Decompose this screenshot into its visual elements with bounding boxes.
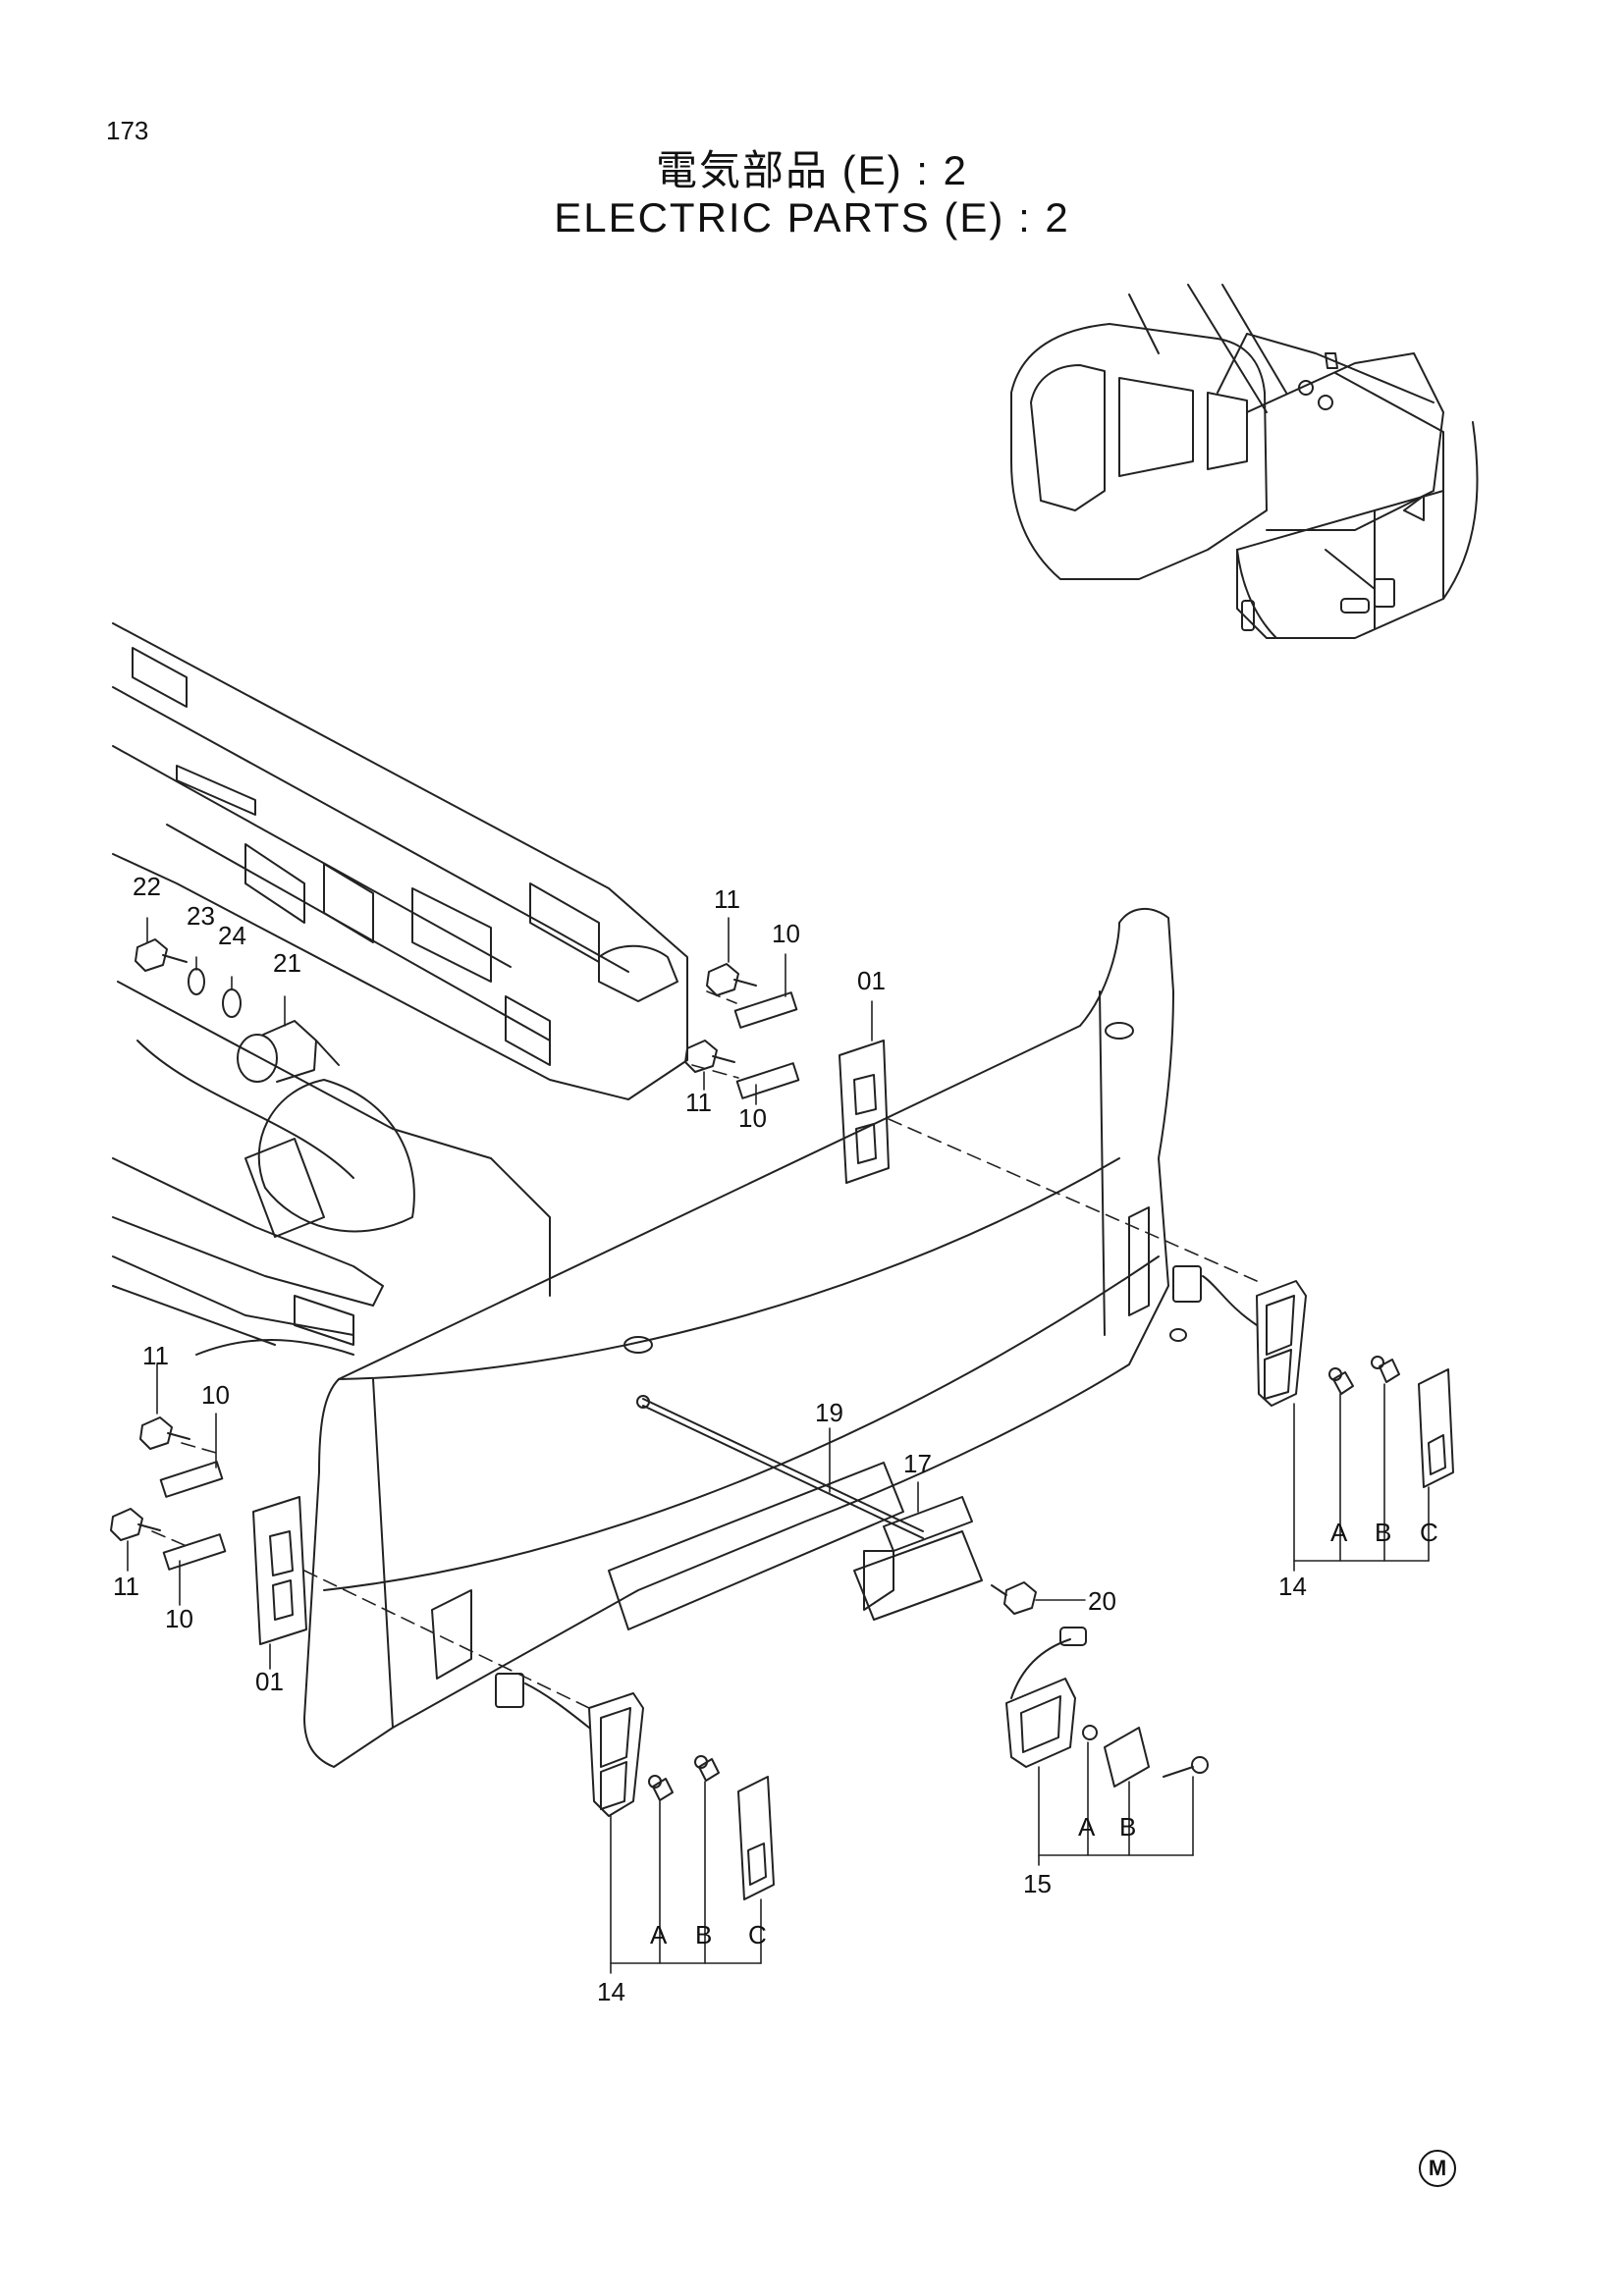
callout-A-left: A: [650, 1920, 668, 1949]
bracket-01-upper: [839, 1040, 890, 1184]
bracket-01-lower: [252, 1496, 307, 1645]
callout-14-left: 14: [597, 1977, 625, 2006]
callout-B-right: B: [1375, 1518, 1391, 1547]
callout-11-upper-b: 11: [685, 1088, 712, 1117]
lens-C-left: [737, 1776, 775, 1900]
callout-19: 19: [815, 1398, 843, 1427]
bolt-11-d: [110, 1508, 161, 1541]
handle-17: [863, 1496, 973, 1611]
rear-lamp-14-left: [495, 1673, 644, 1817]
title-japanese: 電気部品 (E) : 2: [655, 147, 969, 193]
callout-A-license: A: [1078, 1812, 1096, 1842]
callout-14-right: 14: [1278, 1572, 1307, 1601]
rear-lamp-14-right: [1172, 1265, 1307, 1407]
callout-B-left: B: [695, 1920, 712, 1949]
callout-20: 20: [1088, 1586, 1116, 1616]
bolt-22: [135, 938, 188, 972]
callout-10-upper-a: 10: [772, 919, 800, 948]
bolt-20: [991, 1581, 1037, 1615]
license-lamp-15: [1005, 1627, 1087, 1768]
counterweight-illustration: [303, 908, 1187, 1768]
callout-C-left: C: [748, 1920, 767, 1949]
callout-24: 24: [218, 921, 246, 950]
bulb-B-left: [694, 1755, 720, 1782]
m-mark: M: [1419, 2150, 1456, 2187]
rod-19: [636, 1395, 924, 1539]
plate-10-d: [162, 1533, 227, 1571]
plate-10-a: [733, 991, 798, 1029]
callout-01-lower: 01: [255, 1667, 284, 1696]
bolt-11-b: [684, 1040, 735, 1073]
bolt-11-a: [706, 963, 757, 996]
bulb-A-left: [648, 1775, 674, 1801]
callout-10-lower-a: 10: [201, 1380, 230, 1410]
callout-23: 23: [187, 901, 215, 931]
bulb-B-right: [1371, 1356, 1400, 1383]
callout-15: 15: [1023, 1869, 1052, 1898]
callout-C-right: C: [1420, 1518, 1438, 1547]
callout-11-lower-a: 11: [142, 1341, 169, 1370]
callout-17: 17: [903, 1449, 932, 1478]
upper-frame-illustration: [112, 622, 688, 1356]
callout-10-lower-b: 10: [165, 1604, 193, 1633]
plate-10-c: [159, 1461, 224, 1498]
bolt-11-c: [139, 1416, 190, 1450]
callout-11-upper-a: 11: [714, 884, 740, 914]
callout-A-right: A: [1330, 1518, 1348, 1547]
callout-B-license: B: [1119, 1812, 1136, 1842]
screw-license: [1163, 1756, 1209, 1778]
washer-23: [188, 968, 205, 995]
title-english: ELECTRIC PARTS (E) : 2: [554, 194, 1070, 240]
lens-C-right: [1418, 1368, 1454, 1488]
lens-B-license: [1104, 1727, 1150, 1788]
plate-10-b: [735, 1062, 800, 1099]
page-number: 173: [106, 116, 149, 145]
callout-10-upper-b: 10: [738, 1103, 767, 1133]
bulb-A-right: [1328, 1367, 1354, 1395]
excavator-inset-illustration: [1010, 284, 1479, 639]
callout-11-lower-b: 11: [113, 1572, 139, 1601]
callout-21: 21: [273, 948, 301, 978]
washer-24: [222, 988, 242, 1018]
callout-22: 22: [133, 872, 161, 901]
bulb-A-license: [1082, 1725, 1098, 1740]
callout-01-upper: 01: [857, 966, 886, 995]
